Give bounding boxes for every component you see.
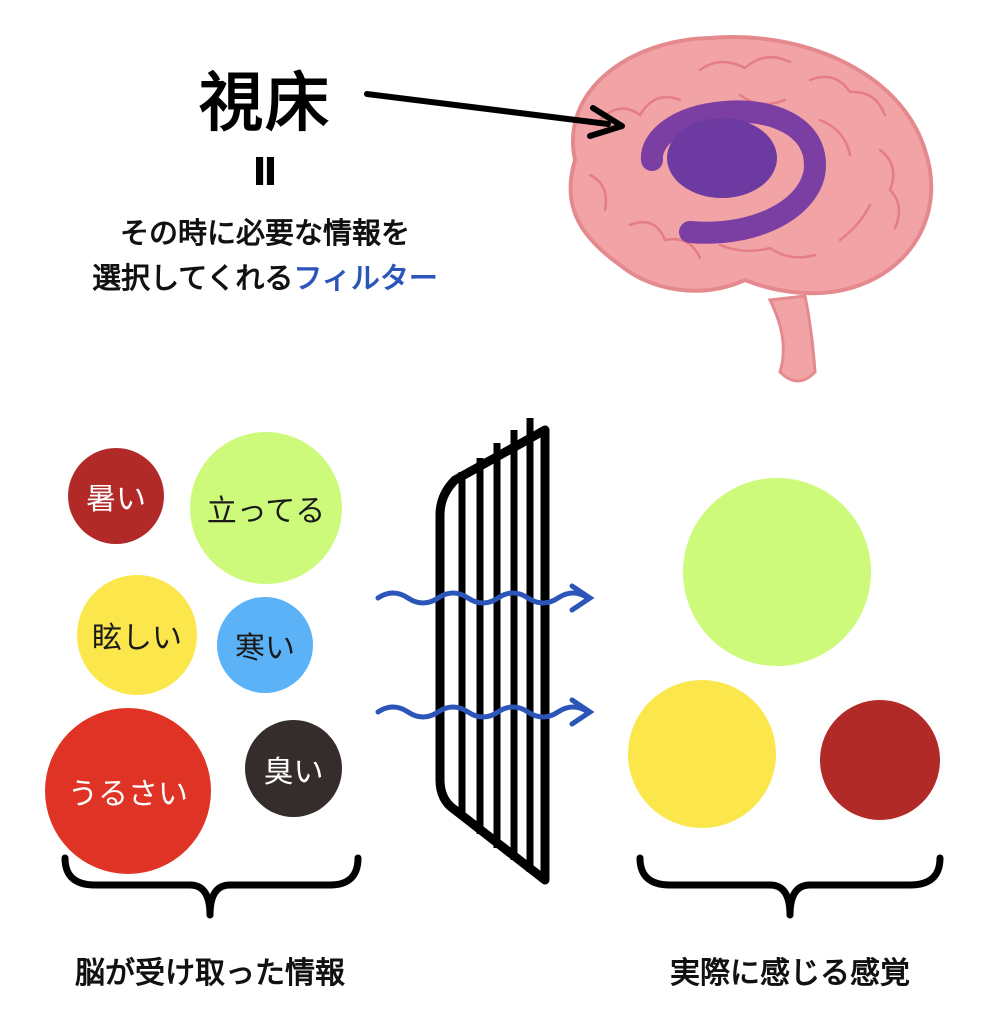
input-circle-hot: 暑い xyxy=(68,448,164,544)
filter-word: フィルター xyxy=(293,261,438,295)
title-thalamus: 視床 xyxy=(199,67,331,141)
caption-received-info: 脳が受け取った情報 xyxy=(75,956,345,991)
output-circle-yellow xyxy=(628,680,776,828)
input-label: 暑い xyxy=(86,482,146,517)
thalamus xyxy=(667,118,777,198)
input-label: 立ってる xyxy=(206,494,326,529)
caption-actual-sensation: 実際に感じる感覚 xyxy=(670,956,910,991)
equals-sign: Ⅱ xyxy=(252,150,278,194)
pointer-arrow xyxy=(364,91,625,139)
signal-waves xyxy=(375,583,595,727)
output-circle-green xyxy=(683,478,871,666)
input-label: うるさい xyxy=(68,777,188,812)
input-circle-smelly: 臭い xyxy=(245,720,342,817)
input-label: 寒い xyxy=(235,631,295,666)
description-line-2-prefix: 選択してくれる xyxy=(92,261,294,295)
description-line-2: 選択してくれるフィルター xyxy=(40,255,490,297)
filter-icon xyxy=(435,418,550,885)
input-label: 臭い xyxy=(263,754,324,790)
left-brace xyxy=(61,854,362,919)
input-circle-bright: 眩しい xyxy=(77,575,197,695)
input-circle-cold: 寒い xyxy=(217,597,313,693)
input-circle-standing: 立ってる xyxy=(190,432,342,584)
right-brace xyxy=(636,854,944,919)
output-circle-red xyxy=(820,700,940,820)
brain-illustration xyxy=(568,35,934,383)
thalamus-arc xyxy=(640,100,827,244)
description-line-1: その時に必要な情報を xyxy=(119,216,410,250)
input-circle-noisy: うるさい xyxy=(45,708,211,874)
input-label: 眩しい xyxy=(92,621,182,656)
